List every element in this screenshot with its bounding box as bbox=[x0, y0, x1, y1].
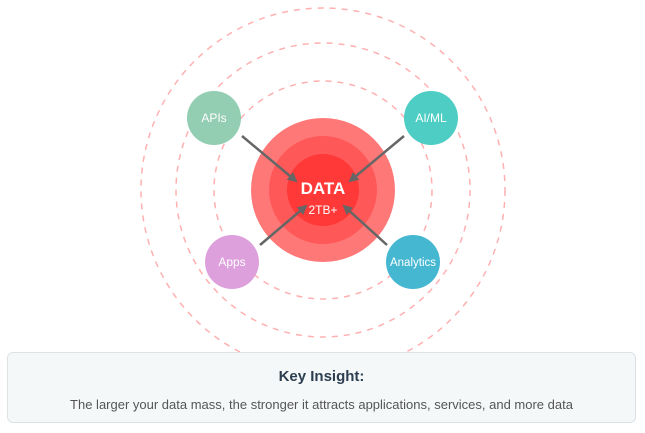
arrow-apps bbox=[259, 204, 308, 246]
orbit-ring-middle bbox=[175, 42, 471, 338]
node-apps-label: Apps bbox=[218, 255, 245, 269]
orbit-ring-outer bbox=[140, 7, 506, 373]
orbit-ring-inner bbox=[213, 80, 433, 300]
arrow-aiml bbox=[348, 135, 405, 183]
node-apps bbox=[205, 235, 259, 289]
node-aiml-label: AI/ML bbox=[415, 111, 447, 125]
node-apis bbox=[187, 91, 241, 145]
node-analytics bbox=[386, 235, 440, 289]
arrow-analytics bbox=[342, 204, 388, 246]
core-subtitle: 2TB+ bbox=[308, 203, 337, 217]
node-apis-label: APIs bbox=[201, 111, 226, 125]
key-insight-box: Key Insight: The larger your data mass, … bbox=[7, 352, 636, 423]
node-analytics-label: Analytics bbox=[390, 257, 436, 269]
node-aiml bbox=[404, 91, 458, 145]
key-insight-text: The larger your data mass, the stronger … bbox=[70, 397, 573, 412]
arrow-apis bbox=[241, 135, 298, 183]
core-title: DATA bbox=[301, 179, 346, 198]
key-insight-title: Key Insight: bbox=[278, 368, 365, 385]
